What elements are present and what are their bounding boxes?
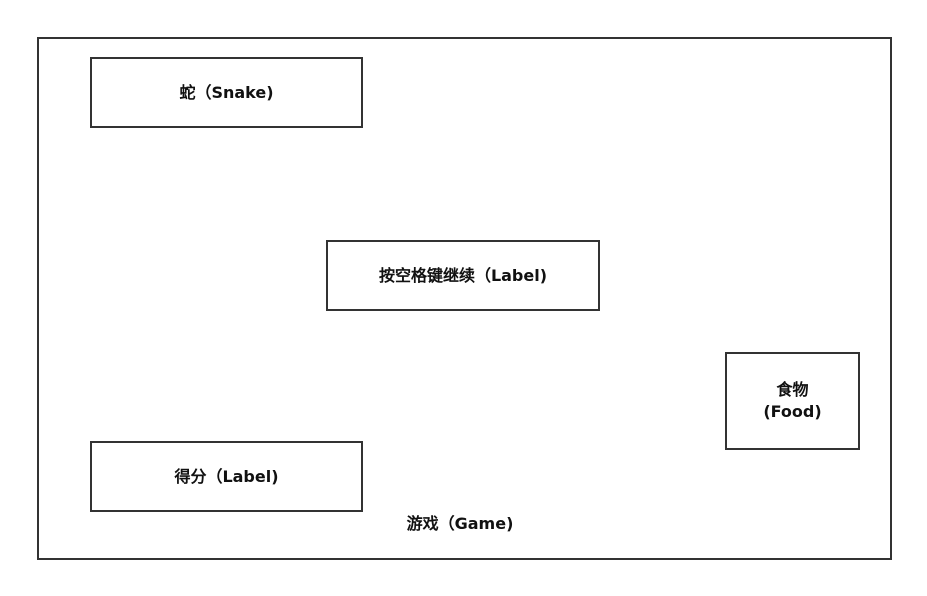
continue-hint-label: 按空格键继续（Label) <box>378 265 548 285</box>
continue-hint-box: 按空格键继续（Label) <box>326 240 600 311</box>
game-container-frame <box>37 37 892 560</box>
score-box: 得分（Label) <box>90 441 363 512</box>
game-container-label: 游戏（Game) <box>406 514 514 533</box>
score-label: 得分（Label) <box>174 466 279 486</box>
food-box: 食物 (Food) <box>725 352 860 450</box>
food-label-line1: 食物 <box>776 380 809 400</box>
snake-box: 蛇（Snake) <box>90 57 363 128</box>
food-label-line2: (Food) <box>763 402 822 421</box>
snake-label: 蛇（Snake) <box>179 82 274 102</box>
